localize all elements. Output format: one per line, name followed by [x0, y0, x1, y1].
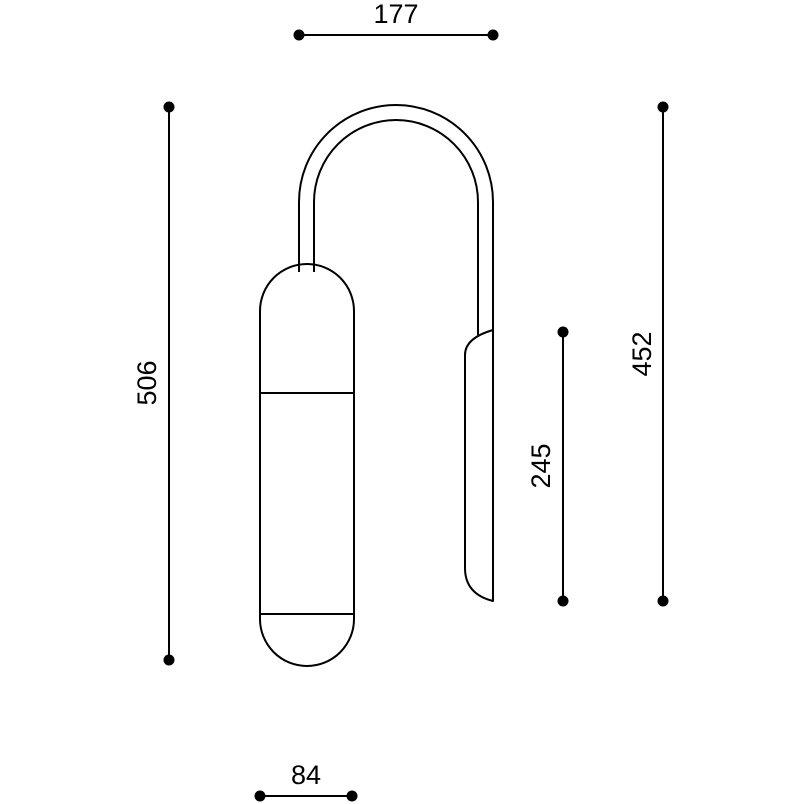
dimension-endpoint: [657, 101, 669, 113]
dimension-endpoint: [557, 326, 569, 338]
dimension-bottom-width: 84: [254, 760, 358, 802]
dimension-label-overall-height: 506: [132, 360, 162, 405]
lamp-back-plate: [464, 329, 494, 602]
dimension-endpoint: [254, 790, 266, 802]
dimension-endpoint: [346, 790, 358, 802]
dimension-endpoint: [557, 595, 569, 607]
dimension-endpoint: [293, 29, 305, 41]
dimension-label-bracket-height: 452: [627, 331, 657, 376]
dimension-overall-height: 506: [132, 101, 175, 666]
dimension-endpoint: [163, 101, 175, 113]
dimension-bracket-height: 452: [627, 101, 669, 607]
dimension-endpoint: [487, 29, 499, 41]
lamp-arm-inner-edge: [313, 119, 479, 335]
dimension-label-top-width: 177: [373, 0, 418, 29]
dimension-label-back-plate-height: 245: [526, 443, 556, 488]
lamp-shade: [259, 263, 355, 667]
wall-lamp-outline: [259, 104, 494, 667]
dimension-label-bottom-width: 84: [291, 760, 321, 790]
dimension-endpoint: [163, 654, 175, 666]
dimension-back-plate-height: 245: [526, 326, 569, 607]
dimension-endpoint: [657, 595, 669, 607]
lamp-arm-outer-edge: [298, 104, 494, 330]
dimension-top-width: 177: [293, 0, 499, 41]
